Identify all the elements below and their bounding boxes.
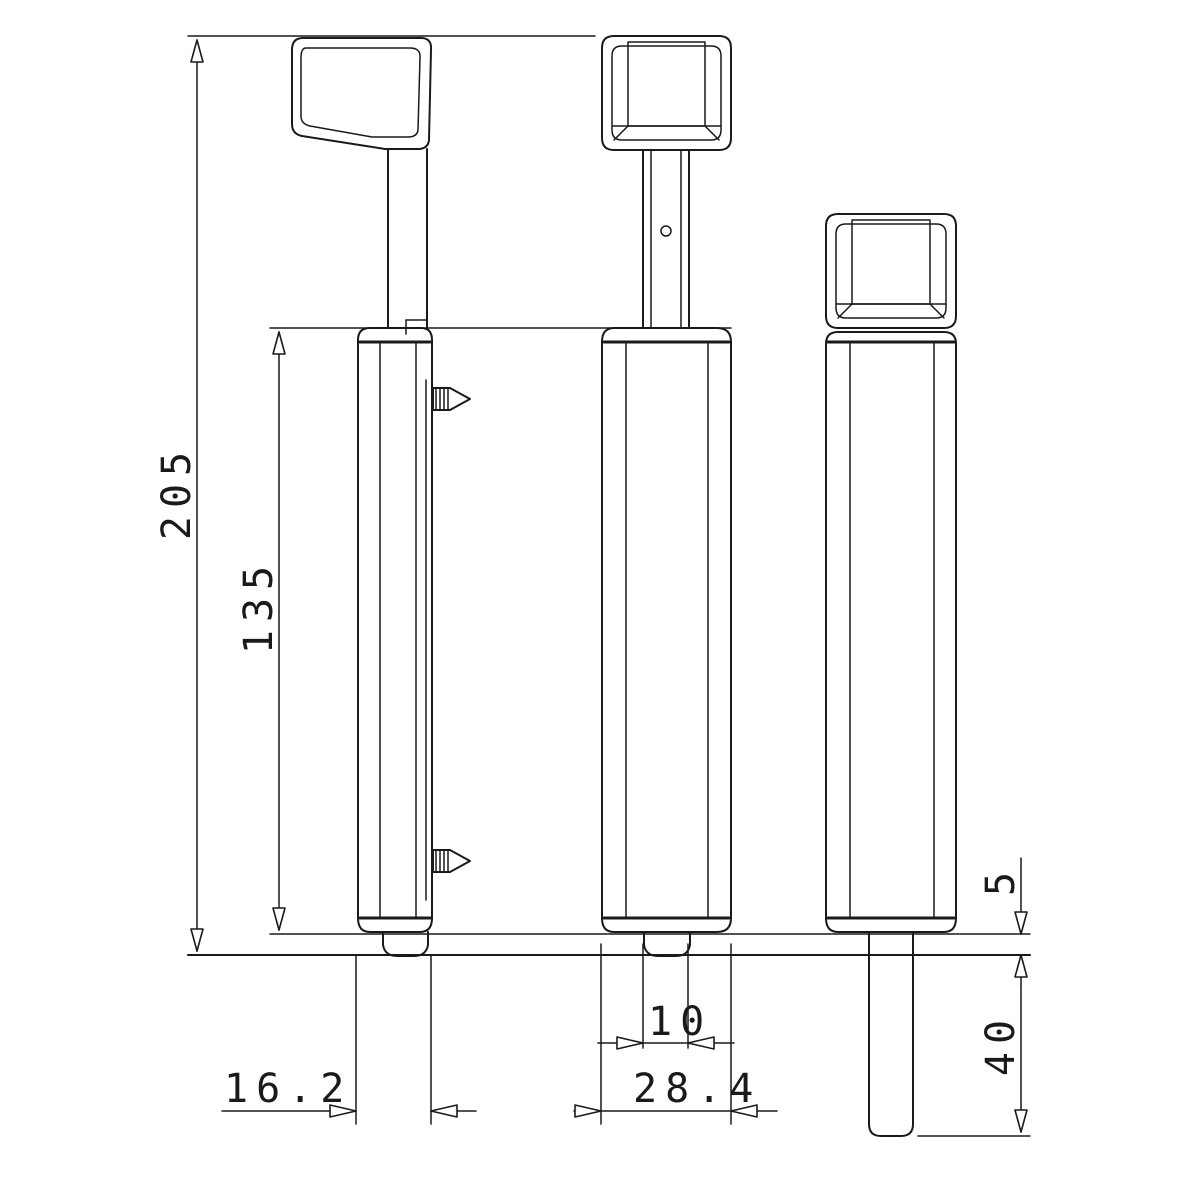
dimension-bottom-gap: 5 [978, 857, 1028, 986]
extended-view-knob [825, 213, 957, 329]
front-width-label: 28.4 [633, 1066, 761, 1112]
total-height-label: 205 [154, 444, 200, 540]
front-view-pin-tip [643, 931, 691, 957]
extended-view [825, 213, 957, 1137]
side-width-label: 16.2 [224, 1066, 352, 1112]
body-height-label: 135 [236, 558, 282, 654]
dimension-total-height: 205 [154, 39, 204, 952]
side-view-stem [387, 148, 428, 335]
side-view-handle [291, 37, 433, 150]
dimension-pin-length: 40 [978, 984, 1028, 1133]
dimension-front-width: 28.4 [573, 943, 778, 1125]
reference-lines [187, 35, 1031, 1137]
side-view-pin-tip [382, 931, 429, 957]
pin-diameter-label: 10 [648, 999, 712, 1045]
extended-pin [868, 931, 914, 1137]
side-view [291, 37, 471, 957]
extended-view-body [825, 331, 957, 933]
dimension-side-width: 16.2 [221, 954, 477, 1125]
dimension-body-height: 135 [236, 331, 286, 931]
dimension-pin-diameter: 10 [597, 943, 735, 1050]
front-view-knob [601, 35, 732, 151]
front-view [601, 35, 732, 957]
front-view-body [601, 327, 732, 933]
upper-screw [432, 387, 471, 411]
side-view-body [357, 327, 433, 933]
lower-screw [432, 849, 471, 873]
pin-length-label: 40 [978, 1012, 1024, 1076]
front-view-stem [642, 149, 690, 329]
bottom-gap-label: 5 [978, 864, 1024, 896]
